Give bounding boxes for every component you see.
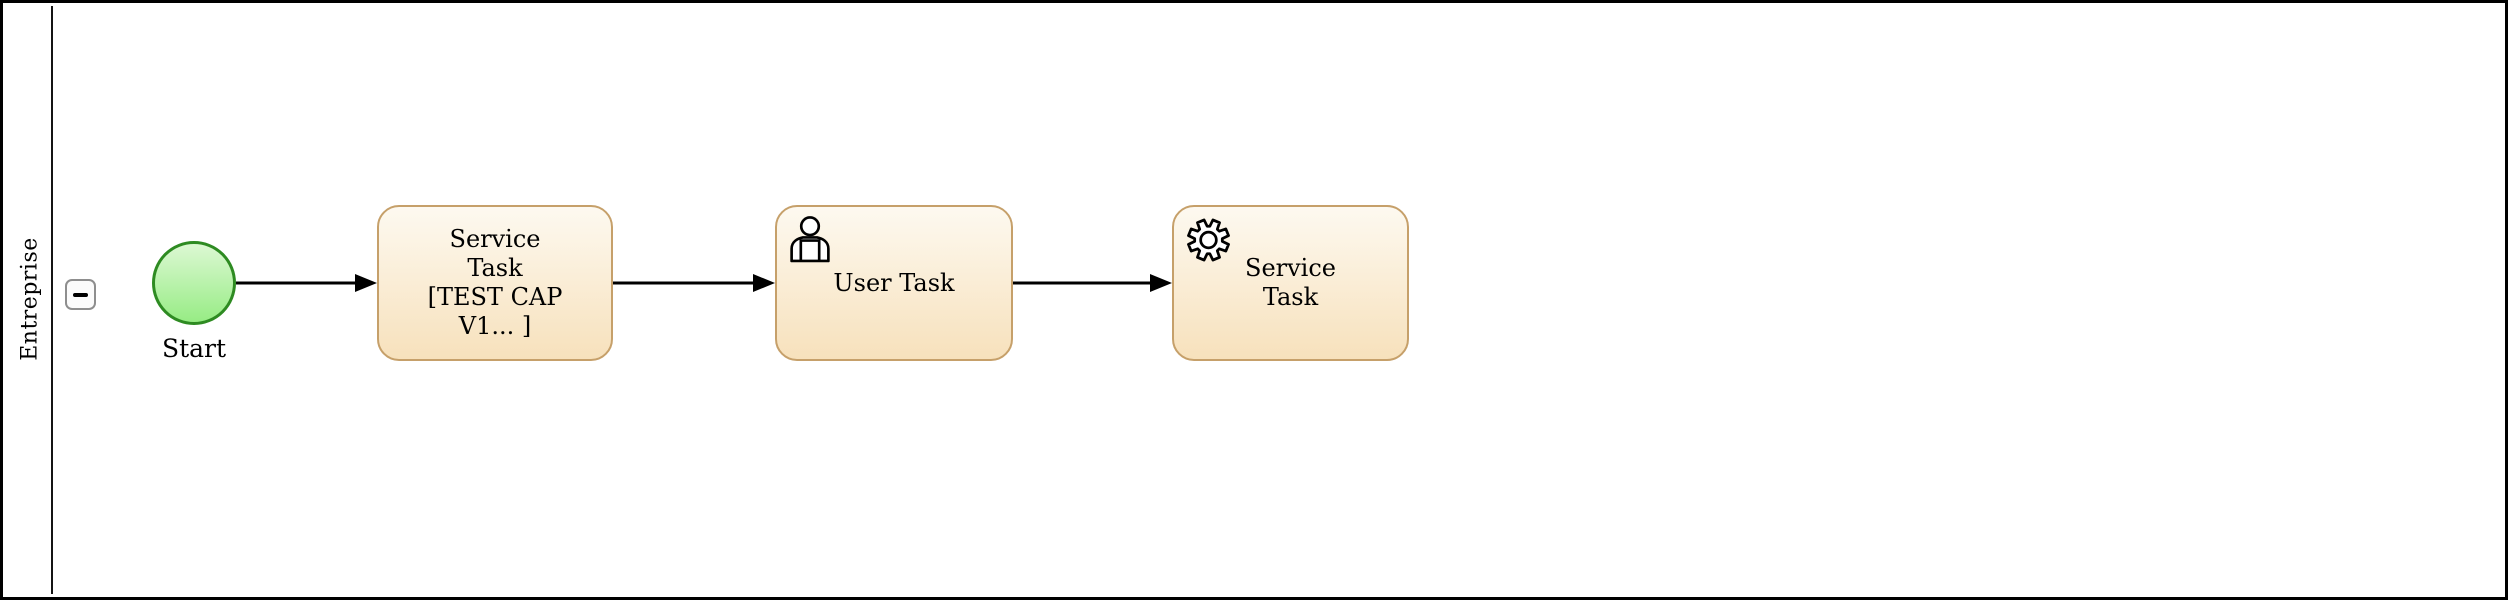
lane-collapse-button[interactable] <box>65 279 96 310</box>
task-service-2[interactable]: Service Task <box>1172 205 1409 361</box>
task-user-label: User Task <box>833 268 955 297</box>
task-service-1[interactable]: Service Task [TEST CAP V1... ] <box>377 205 613 361</box>
sequence-flow-service1-to-user[interactable] <box>613 274 775 292</box>
lane-header: Entreprise <box>6 6 53 594</box>
start-event[interactable] <box>152 241 236 325</box>
task-service-2-label: Service Task <box>1245 254 1336 311</box>
lane-label: Entreprise <box>17 237 43 361</box>
sequence-flow-user-to-service2[interactable] <box>1013 274 1172 292</box>
start-event-label: Start <box>161 334 227 363</box>
minus-icon <box>73 292 88 297</box>
task-service-1-label: Service Task [TEST CAP V1... ] <box>427 225 563 340</box>
sequence-flow-start-to-service1[interactable] <box>236 274 377 292</box>
gear-icon <box>1187 218 1230 262</box>
user-icon <box>790 216 830 263</box>
task-user[interactable]: User Task <box>775 205 1013 361</box>
